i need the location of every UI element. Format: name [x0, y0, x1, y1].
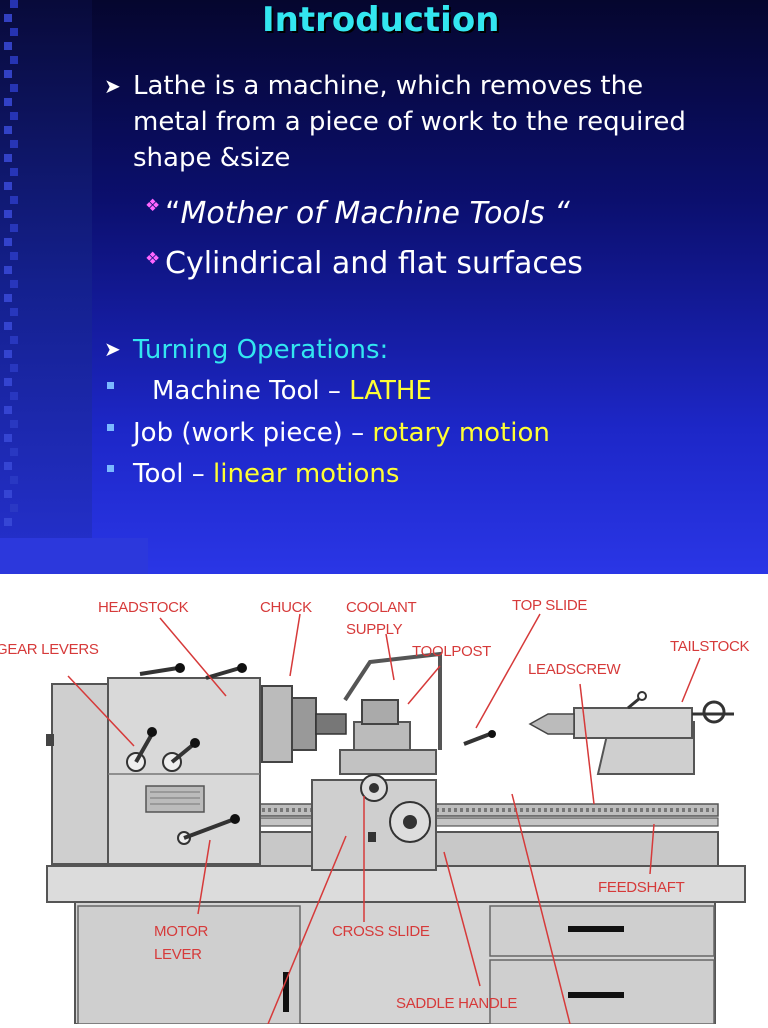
label-chuck: CHUCK: [260, 599, 312, 616]
bullet-lathe-line2: metal from a piece of work to the requir…: [133, 107, 686, 137]
label-tailstock: TAILSTOCK: [670, 638, 750, 655]
left-cabinet-door: [77, 905, 301, 1025]
arrow-bullet-icon: ➤: [104, 74, 121, 98]
sub-bullet-mother: “Mother of Machine Tools “: [165, 192, 570, 236]
leader-lines: [67, 613, 701, 1025]
item-highlight: LATHE: [349, 376, 432, 406]
workpiece: [315, 713, 347, 735]
label-coolant: COOLANT: [346, 599, 417, 616]
diamond-bullet-icon: ❖: [145, 196, 161, 216]
bullet-lathe-line1: Lathe is a machine, which removes the: [133, 71, 644, 101]
item-prefix: Tool –: [133, 459, 214, 489]
label-saddle-handle: SADDLE HANDLE: [396, 995, 517, 1012]
quote-open: “: [165, 196, 181, 231]
corner-block: [0, 538, 148, 574]
square-bullet-icon: [107, 465, 114, 472]
lathe-illustration: HEADSTOCK CHUCK COOLANT SUPPLY TOP SLIDE…: [0, 597, 750, 1025]
item-machine-tool: Machine Tool – LATHE: [152, 373, 432, 409]
mother-text: Mother of Machine Tools “: [180, 196, 570, 231]
diamond-bullet-icon: ❖: [145, 249, 161, 269]
drawer-handle-2: [568, 992, 624, 998]
bullet-lathe-line3: shape &size: [133, 143, 291, 173]
toolpost: [361, 699, 399, 725]
lathe-diagram: HEADSTOCK CHUCK COOLANT SUPPLY TOP SLIDE…: [0, 574, 768, 1025]
item-tool: Tool – linear motions: [133, 456, 399, 492]
label-headstock: HEADSTOCK: [98, 599, 189, 616]
square-bullet-icon: [107, 424, 114, 431]
chuck-body: [261, 685, 293, 763]
item-prefix: Machine Tool –: [152, 376, 350, 406]
label-feedshaft: FEEDSHAFT: [598, 879, 685, 896]
label-leadscrew: LEADSCREW: [528, 661, 621, 678]
side-squares: [4, 0, 22, 540]
coolant-pipe: [343, 651, 442, 750]
arrow-bullet-icon: ➤: [104, 337, 121, 361]
label-gear-levers: GEAR LEVERS: [0, 641, 99, 658]
sub-bullet-surfaces: Cylindrical and flat surfaces: [165, 246, 583, 281]
door-handle: [283, 972, 289, 1012]
label-top-slide: TOP SLIDE: [512, 597, 587, 614]
side-strip: [0, 0, 92, 574]
cross-slide: [339, 749, 437, 775]
headstock-vent: [145, 785, 205, 813]
lathe-bed-top: [46, 865, 746, 903]
turning-heading: Turning Operations:: [133, 335, 389, 365]
slide-title: Introduction: [262, 0, 500, 40]
top-slide: [353, 721, 411, 751]
label-coolant-supply: SUPPLY: [346, 621, 403, 638]
tailstock-barrel: [573, 707, 693, 739]
square-bullet-icon: [107, 382, 114, 389]
chuck-jaw: [291, 697, 317, 751]
headstock-side: [51, 683, 111, 865]
item-prefix: Job (work piece) –: [133, 418, 373, 448]
label-cross-slide: CROSS SLIDE: [332, 923, 430, 940]
drawer-handle-1: [568, 926, 624, 932]
label-toolpost: TOOLPOST: [412, 643, 491, 660]
item-highlight: linear motions: [213, 459, 400, 489]
item-job: Job (work piece) – rotary motion: [133, 415, 550, 451]
item-highlight: rotary motion: [372, 418, 550, 448]
slide-panel: Introduction ➤ Lathe is a machine, which…: [0, 0, 768, 574]
label-motor-lever: LEVER: [154, 946, 202, 963]
label-motor: MOTOR: [154, 923, 209, 940]
